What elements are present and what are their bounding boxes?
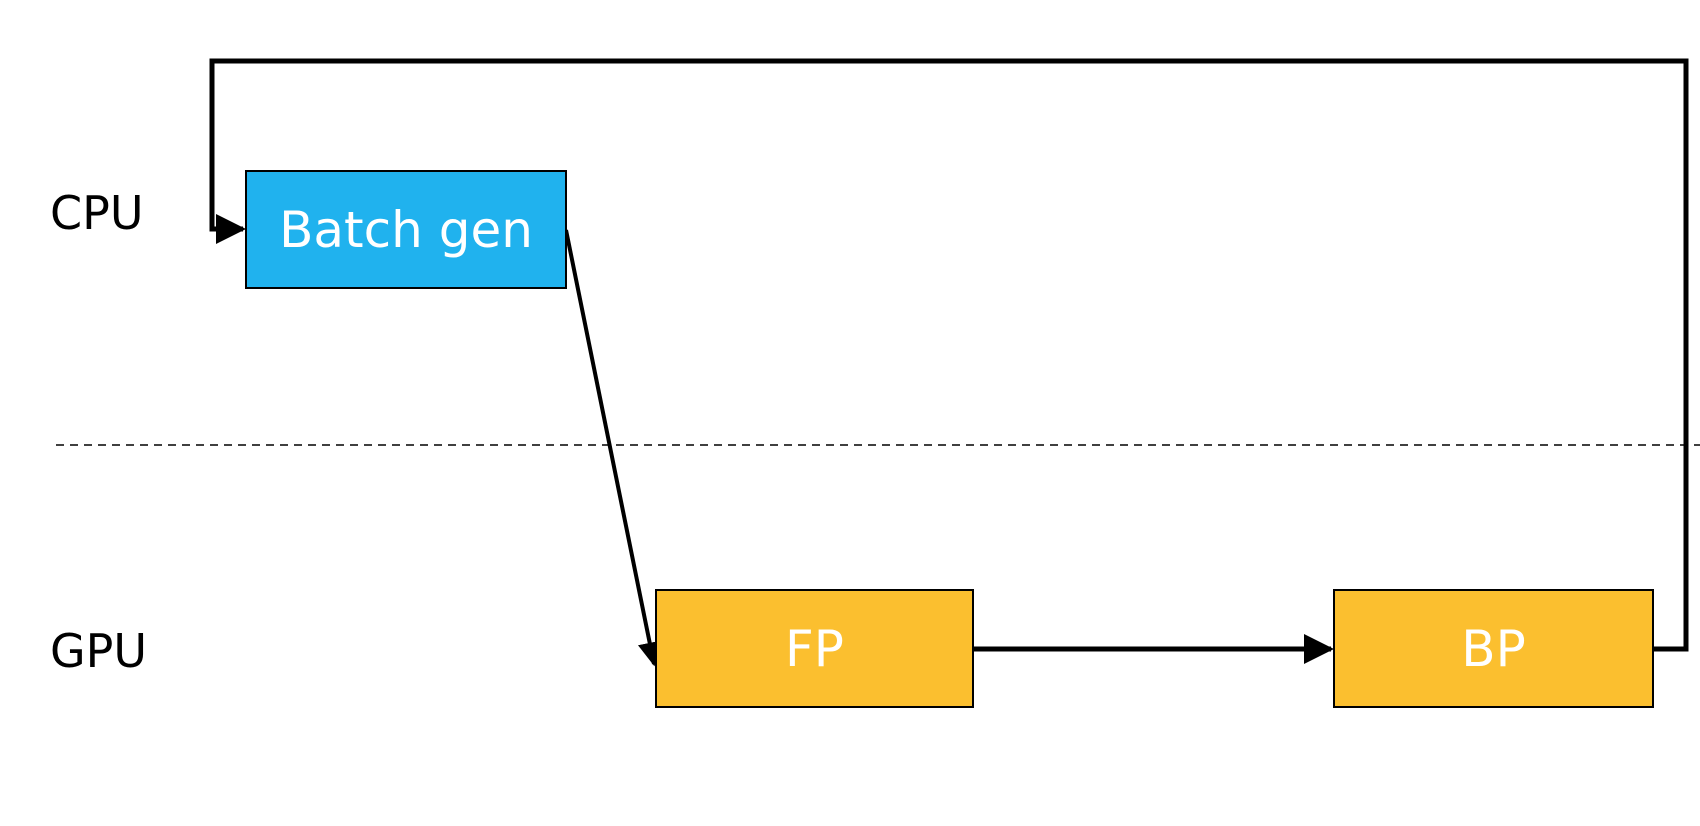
bp-label: BP [1461, 619, 1526, 678]
gpu-lane-label: GPU [50, 624, 148, 678]
fp-label: FP [785, 619, 844, 678]
loop-back-arrow [209, 58, 1689, 652]
fp-box: FP [655, 589, 974, 708]
batch-gen-label: Batch gen [279, 200, 533, 259]
bp-box: BP [1333, 589, 1654, 708]
batch-gen-box: Batch gen [245, 170, 567, 289]
batch-to-fp-arrow [564, 229, 662, 667]
cpu-lane-label: CPU [50, 186, 144, 240]
